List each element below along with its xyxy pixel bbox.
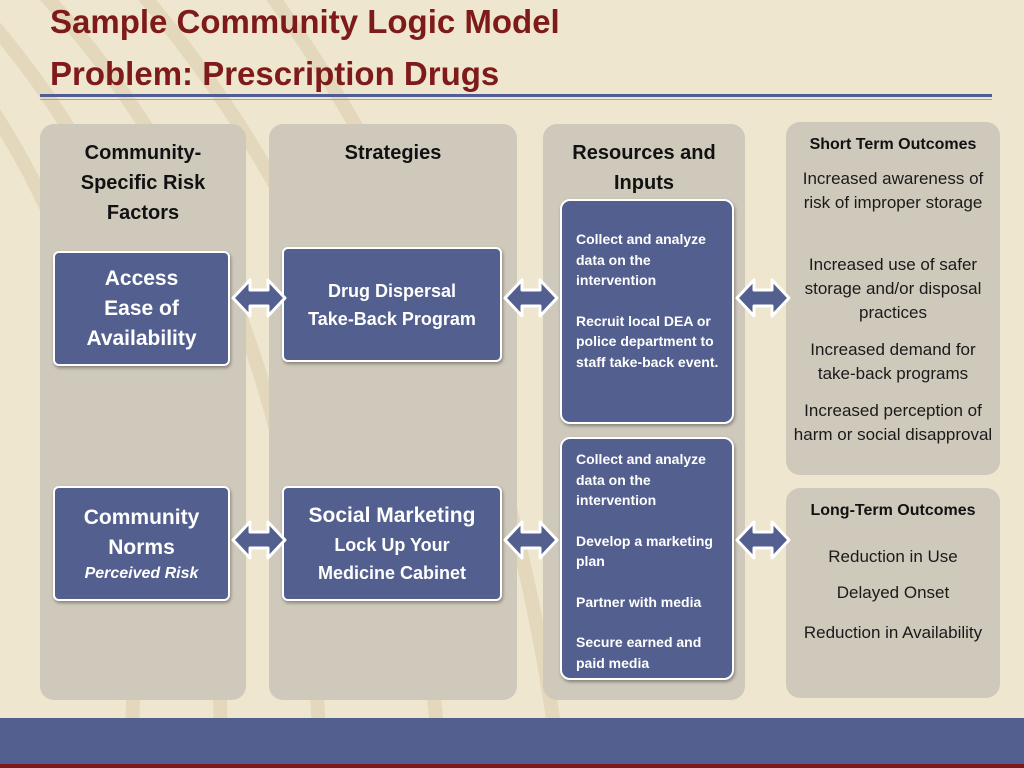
slide-subtitle: Problem: Prescription Drugs	[50, 55, 500, 92]
box-line: Norms	[108, 535, 175, 559]
box-title: Social Marketing	[308, 503, 476, 527]
heading-line: Inputs	[614, 172, 674, 194]
resource-item: Collect and analyze data on the interven…	[576, 451, 706, 508]
box-line: Lock Up Your	[334, 534, 450, 555]
long-term-outcome: Reduction in Availability	[803, 623, 983, 642]
heading-line: Specific Risk	[80, 172, 206, 194]
box-line-italic: Perceived Risk	[84, 564, 199, 582]
resource-item: Collect and analyze data on the interven…	[576, 231, 706, 288]
box-line: Drug Dispersal	[327, 280, 457, 301]
title-rule-thin	[40, 99, 992, 100]
footer-bar	[0, 718, 1024, 764]
risk-factor-community-norms: Community Norms Perceived Risk	[53, 486, 230, 601]
short-term-outcome: Increased perception of harm or social d…	[793, 401, 993, 444]
column-heading-strategies: Strategies	[344, 142, 442, 164]
column-heading-resources: Resources and Inputs	[543, 138, 745, 198]
column-risk-factors: Community- Specific Risk Factors	[40, 124, 246, 700]
heading-short-term-outcomes: Short Term Outcomes	[809, 136, 977, 153]
short-term-outcome: Increased use of safer storage and/or di…	[804, 255, 982, 322]
double-arrow-icon	[231, 520, 287, 560]
heading-long-term-outcomes: Long-Term Outcomes	[810, 502, 976, 519]
footer-line	[0, 764, 1024, 768]
resource-item: Develop a marketing plan	[576, 532, 713, 570]
resource-box-social-marketing: Collect and analyze data on the interven…	[560, 437, 734, 680]
double-arrow-icon	[503, 278, 559, 318]
box-line: Access	[104, 266, 179, 290]
box-line: Medicine Cabinet	[317, 562, 467, 583]
double-arrow-icon	[735, 278, 791, 318]
risk-factor-access: Access Ease of Availability	[53, 251, 230, 366]
column-long-term-outcomes: Long-Term Outcomes Reduction in Use Dela…	[786, 488, 1000, 698]
box-line: Take-Back Program	[308, 308, 476, 329]
column-heading-risk-factors: Community- Specific Risk Factors	[40, 138, 246, 228]
column-strategies: Strategies	[269, 124, 517, 700]
resource-item: Recruit local DEA or police department t…	[576, 312, 719, 370]
box-line: Ease of	[104, 296, 179, 320]
double-arrow-icon	[503, 520, 559, 560]
heading-line: Factors	[106, 202, 180, 224]
box-line: Availability	[86, 326, 197, 350]
resource-box-take-back: Collect and analyze data on the interven…	[560, 199, 734, 424]
resource-item: Secure earned and paid media	[576, 634, 702, 671]
short-term-outcome: Increased awareness of risk of improper …	[802, 169, 984, 212]
double-arrow-icon	[735, 520, 791, 560]
double-arrow-icon	[231, 278, 287, 318]
short-term-outcome: Increased demand for take-back programs	[810, 340, 976, 383]
column-short-term-outcomes: Short Term Outcomes Increased awareness …	[786, 122, 1000, 475]
long-term-outcome: Delayed Onset	[836, 583, 950, 602]
box-line: Community	[83, 505, 200, 529]
resource-item: Partner with media	[576, 593, 702, 610]
slide-title: Sample Community Logic Model	[50, 3, 560, 40]
heading-line: Community-	[84, 142, 202, 164]
long-term-outcome: Reduction in Use	[828, 547, 958, 566]
strategy-take-back: Drug Dispersal Take-Back Program	[282, 247, 502, 362]
title-rule	[40, 94, 992, 97]
heading-line: Resources and	[572, 142, 716, 164]
strategy-social-marketing: Social Marketing Lock Up Your Medicine C…	[282, 486, 502, 601]
